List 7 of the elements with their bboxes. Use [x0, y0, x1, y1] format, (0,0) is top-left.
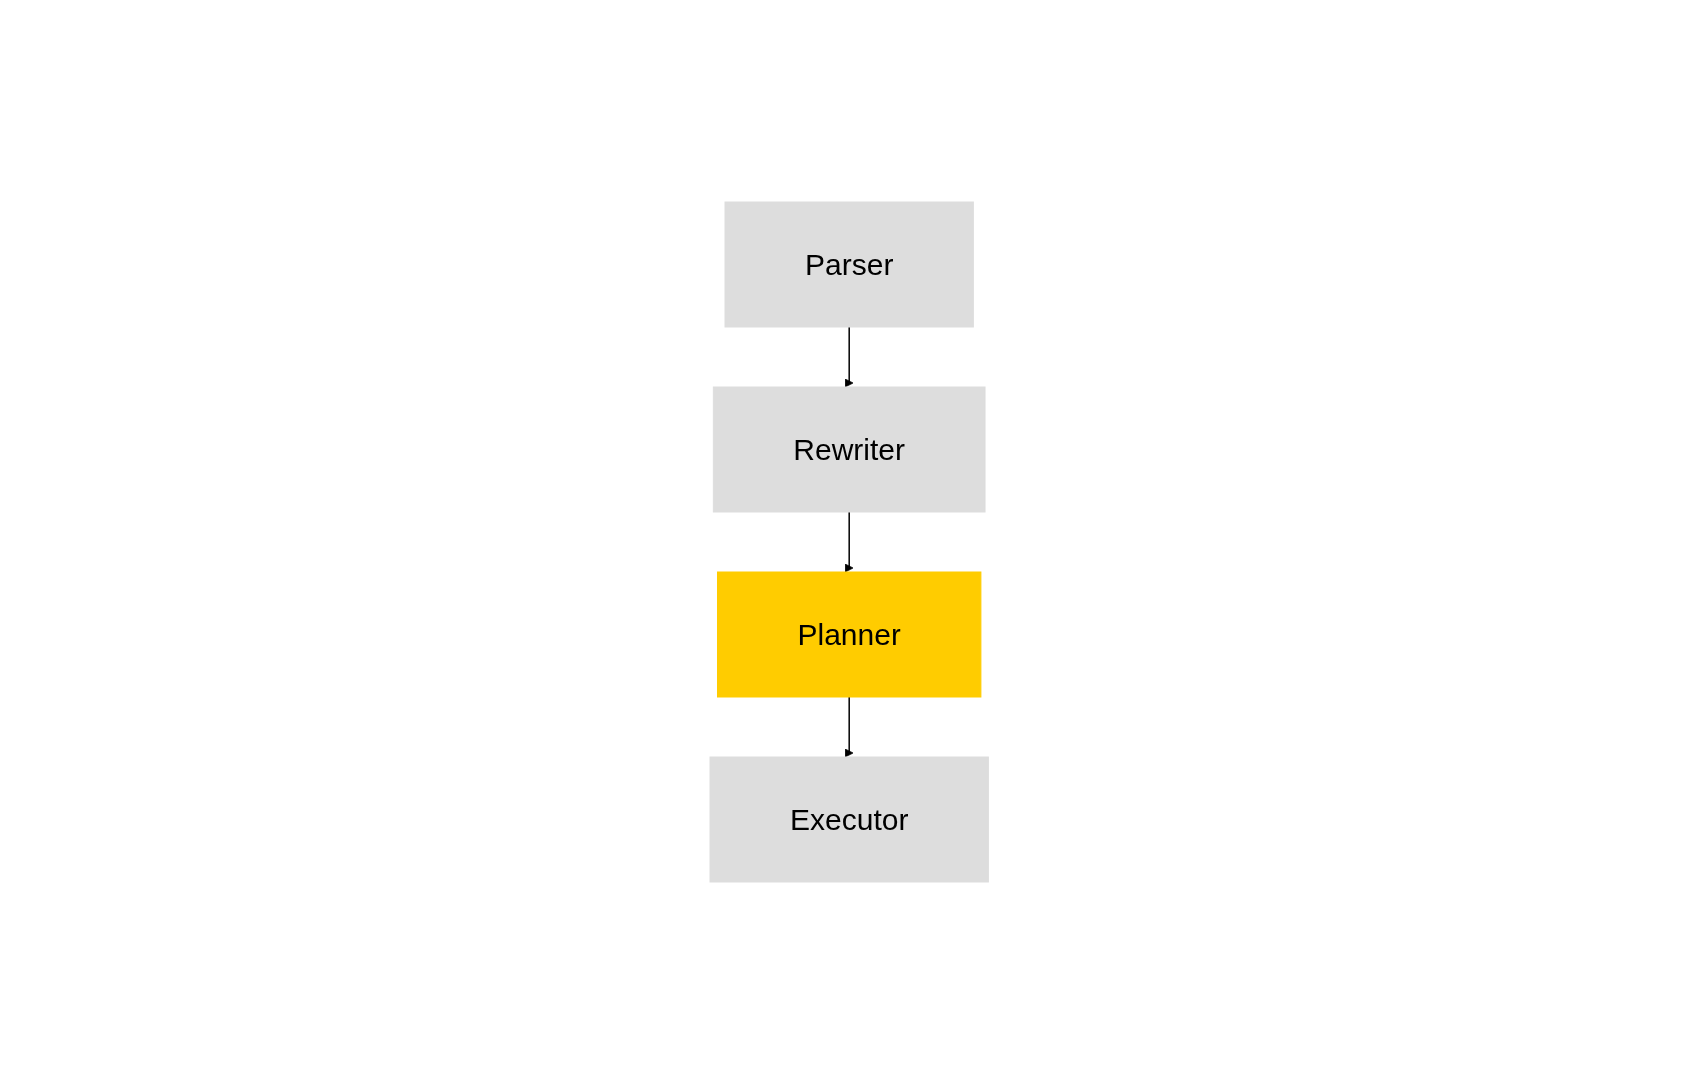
arrow [844, 326, 854, 388]
node-box: Executor [709, 756, 989, 883]
node-box: Planner [716, 571, 982, 698]
arrow [844, 511, 854, 573]
node-box: Parser [724, 201, 974, 328]
arrow [844, 696, 854, 758]
node-box: Rewriter [712, 386, 986, 513]
